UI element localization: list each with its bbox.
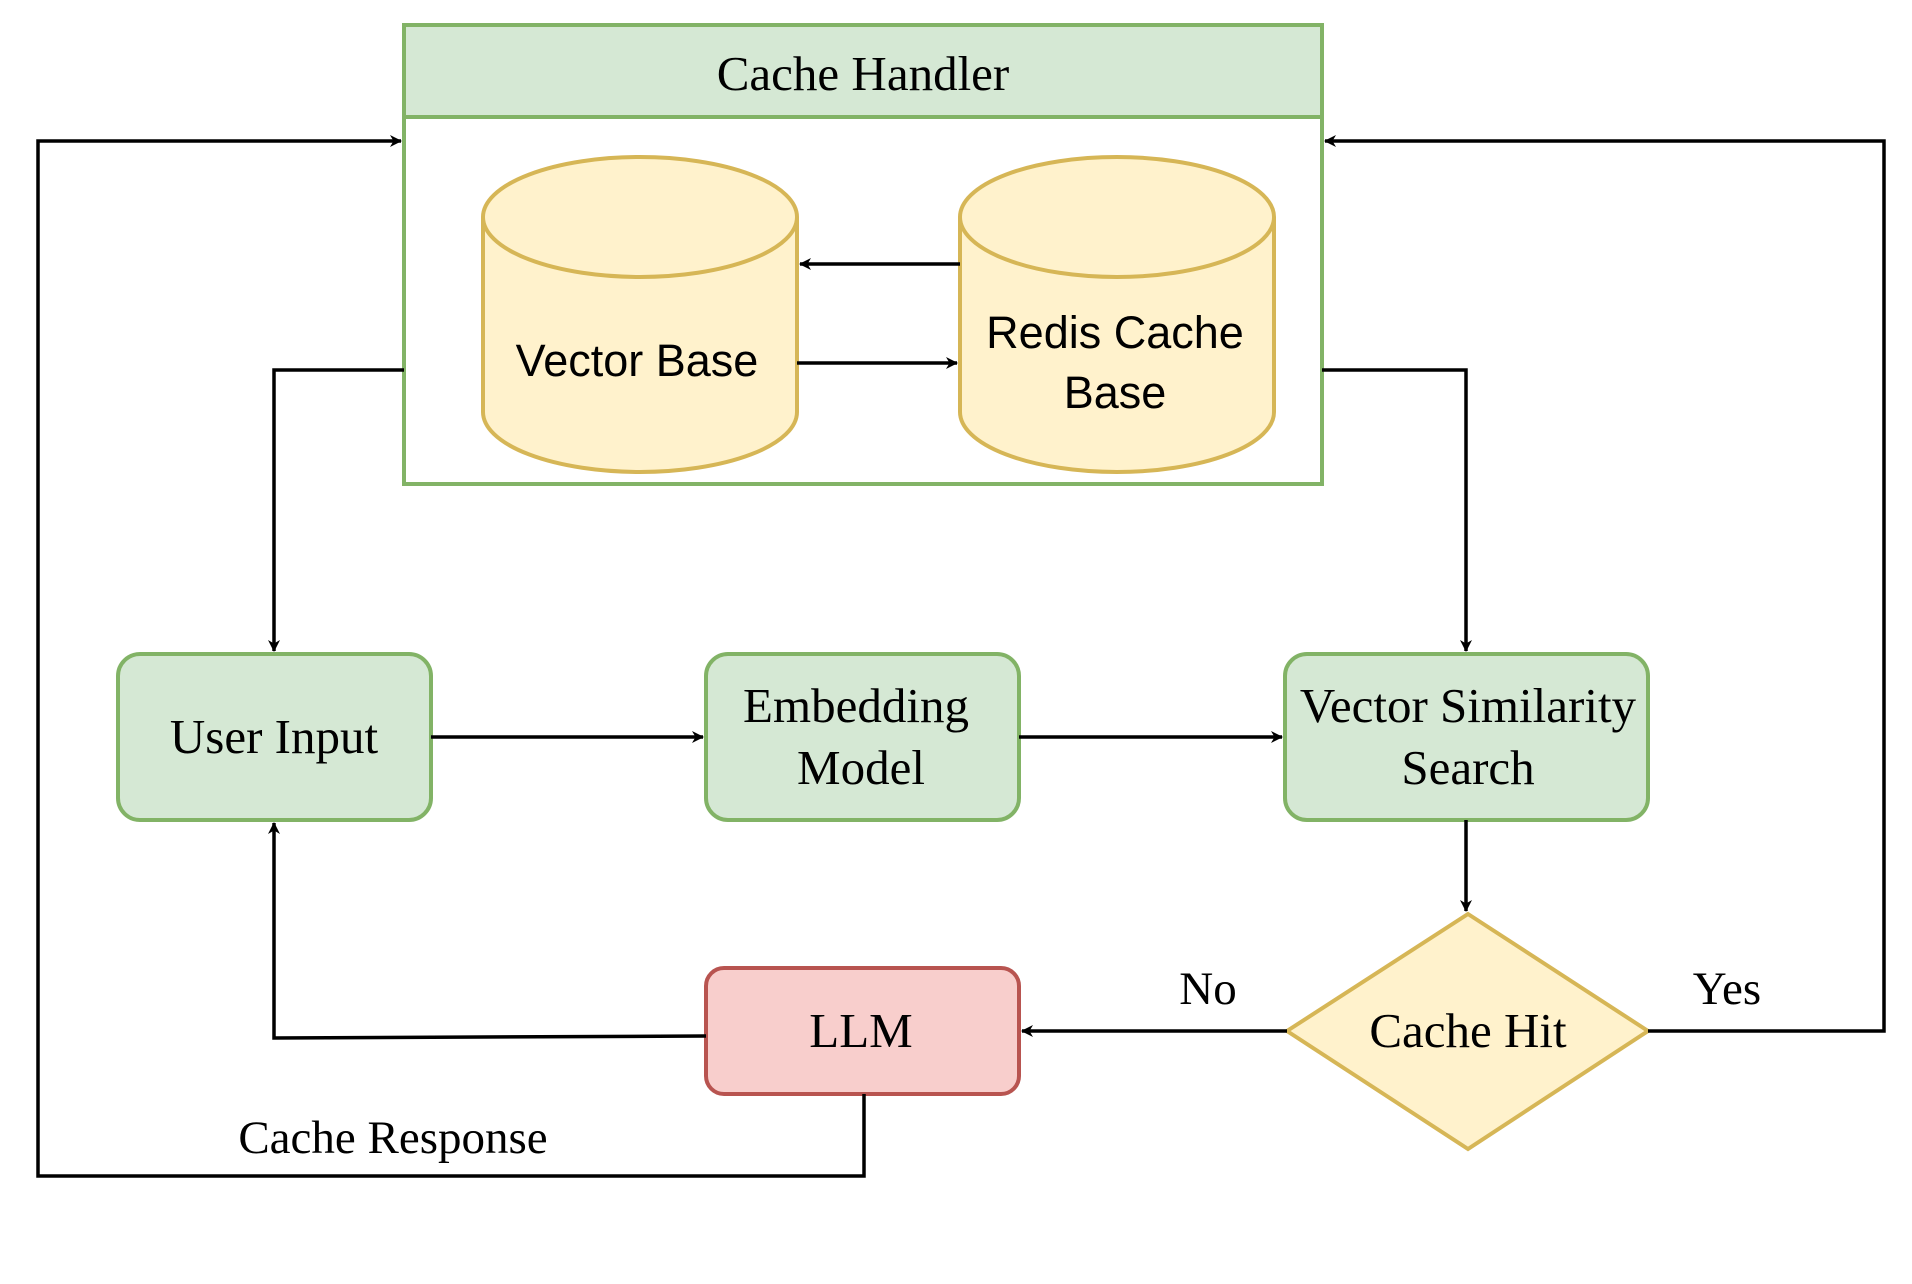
user-input-label: User Input — [170, 709, 379, 764]
edge-label-cache-response: Cache Response — [238, 1112, 547, 1164]
vector-base-database: Vector Base — [481, 155, 799, 474]
vector-similarity-search-label-line2: Search — [1401, 740, 1534, 795]
redis-cache-base-label-line2: Base — [1064, 367, 1167, 418]
vector-base-label: Vector Base — [516, 335, 759, 386]
redis-cache-base-cylinder-body — [958, 217, 1276, 474]
embedding-model-node: Embedding Model — [704, 652, 1021, 822]
user-input-node: User Input — [116, 652, 433, 822]
cache-hit-label: Cache Hit — [1369, 1003, 1567, 1058]
vector-base-cylinder-top — [481, 155, 799, 279]
cache-handler-header — [402, 23, 1324, 119]
redis-cache-base-cylinder-top — [958, 155, 1276, 279]
edge-cache-handler-to-user-input — [268, 368, 404, 652]
edge-llm-cache-response-to-cache-handler — [36, 135, 866, 1178]
edge-cache-hit-yes-to-cache-handler — [1324, 135, 1886, 1033]
cache-hit-diamond — [1283, 911, 1652, 1152]
edge-label-no: No — [1179, 963, 1236, 1015]
vector-similarity-search-label-line1: Vector Similarity — [1300, 678, 1637, 733]
cache-hit-decision: Cache Hit — [1283, 911, 1652, 1152]
embedding-model-label-line1: Embedding — [743, 678, 969, 733]
vector-base-cylinder-body — [481, 217, 799, 474]
vector-similarity-search-node: Vector Similarity Search — [1283, 652, 1650, 822]
llm-label: LLM — [809, 1003, 912, 1058]
redis-cache-base-database: Redis Cache Base — [958, 155, 1276, 474]
llm-node: LLM — [704, 966, 1021, 1096]
redis-cache-base-label-line1: Redis Cache — [986, 307, 1244, 358]
edge-label-yes: Yes — [1693, 963, 1761, 1015]
edge-llm-to-user-input — [268, 822, 707, 1040]
embedding-model-label-line2: Model — [797, 740, 925, 795]
edges — [36, 135, 1886, 1178]
edge-cache-handler-to-similarity-search — [1322, 368, 1472, 652]
cache-handler-title: Cache Handler — [717, 46, 1010, 101]
